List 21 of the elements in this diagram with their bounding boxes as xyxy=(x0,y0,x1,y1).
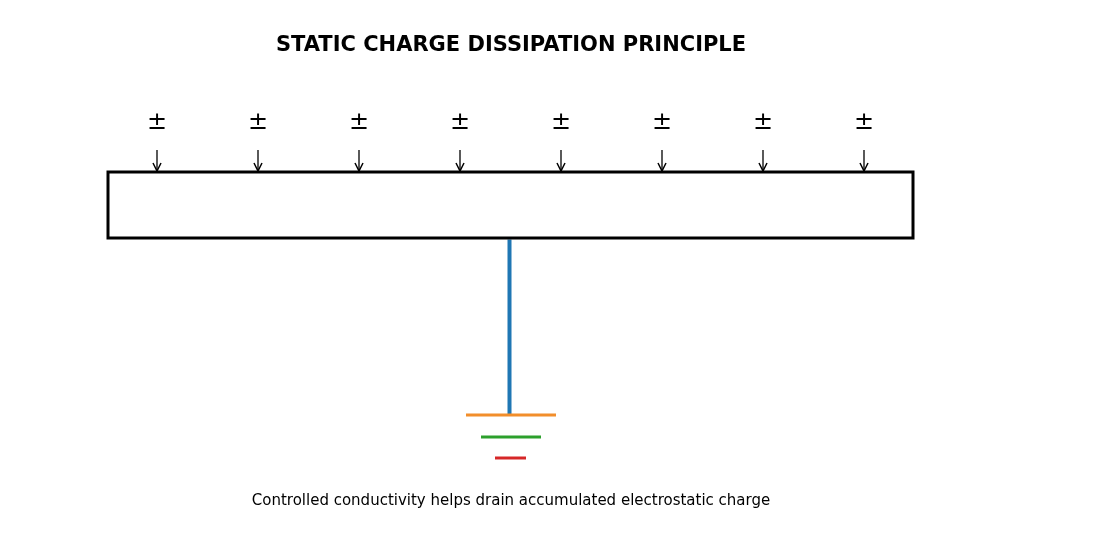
plus-minus-sign: ± xyxy=(541,108,581,134)
ground-symbol xyxy=(466,413,556,460)
arrow xyxy=(758,149,768,172)
arrow xyxy=(455,149,465,172)
caption: Controlled conductivity helps drain accumulated electrostatic charge xyxy=(250,491,772,509)
arrow xyxy=(152,149,162,172)
plus-minus-sign: ± xyxy=(238,108,278,134)
arrow xyxy=(253,149,263,172)
diagram-title: STATIC CHARGE DISSIPATION PRINCIPLE xyxy=(274,32,748,56)
plus-minus-sign: ± xyxy=(339,108,379,134)
arrow xyxy=(859,149,869,172)
plus-minus-sign: ± xyxy=(137,108,177,134)
arrow xyxy=(556,149,566,172)
connector-line xyxy=(507,239,512,415)
arrow xyxy=(657,149,667,172)
plus-minus-sign: ± xyxy=(642,108,682,134)
plus-minus-sign: ± xyxy=(440,108,480,134)
plus-minus-sign: ± xyxy=(743,108,783,134)
arrow xyxy=(354,149,364,172)
material-slab xyxy=(106,170,915,240)
plus-minus-sign: ± xyxy=(844,108,884,134)
